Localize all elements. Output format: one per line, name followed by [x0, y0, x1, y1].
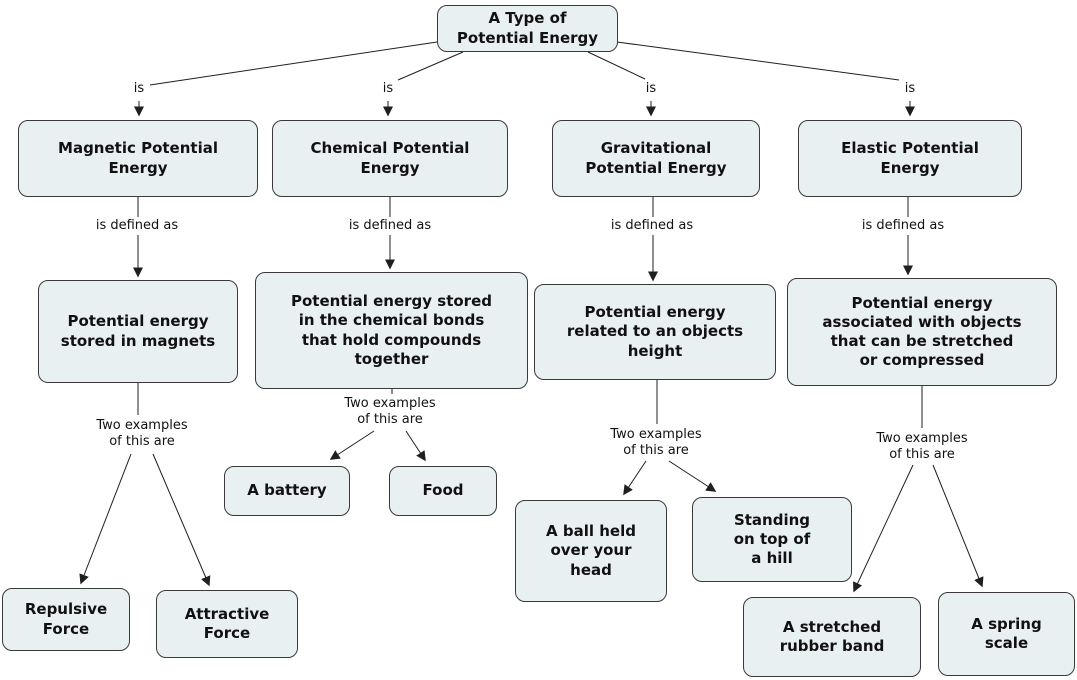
- link-label-examples-gravitational: Two examples of this are: [610, 427, 702, 458]
- edge-root-chemical: [397, 51, 464, 81]
- arrow-elastic-example-2: [932, 464, 984, 588]
- link-label-examples-elastic: Two examples of this are: [876, 431, 968, 462]
- concept-elastic-potential-energy[interactable]: Elastic Potential Energy: [798, 120, 1022, 197]
- concept-food[interactable]: Food: [389, 466, 497, 516]
- concept-spring-scale[interactable]: A spring scale: [938, 592, 1075, 676]
- concept-root[interactable]: A Type of Potential Energy: [437, 5, 618, 52]
- edge-root-elastic: [616, 41, 900, 81]
- link-label-defined-magnetic: is defined as: [92, 217, 182, 235]
- link-label-defined-gravitational: is defined as: [607, 217, 697, 235]
- link-label-defined-elastic: is defined as: [858, 217, 948, 235]
- arrow-gravitational-example-1: [623, 460, 647, 496]
- concept-magnetic-potential-energy[interactable]: Magnetic Potential Energy: [18, 120, 258, 197]
- concept-gravitational-potential-energy[interactable]: Gravitational Potential Energy: [552, 120, 760, 197]
- arrow-magnetic-example-1: [79, 453, 132, 585]
- concept-chemical-definition[interactable]: Potential energy stored in the chemical …: [255, 272, 528, 389]
- concept-stretched-rubber-band[interactable]: A stretched rubber band: [743, 597, 921, 677]
- link-label-is-chemical: is: [382, 81, 394, 96]
- concept-magnetic-definition[interactable]: Potential energy stored in magnets: [38, 280, 238, 383]
- link-label-is-elastic: is: [904, 81, 916, 96]
- concept-chemical-potential-energy[interactable]: Chemical Potential Energy: [272, 120, 508, 197]
- arrow-chemical-example-1: [329, 430, 375, 460]
- concept-gravitational-definition[interactable]: Potential energy related to an objects h…: [534, 284, 776, 380]
- link-label-examples-magnetic: Two examples of this are: [96, 418, 188, 449]
- concept-standing-on-hill[interactable]: Standing on top of a hill: [692, 497, 852, 582]
- concept-repulsive-force[interactable]: Repulsive Force: [2, 588, 130, 651]
- link-label-is-magnetic: is: [133, 81, 145, 96]
- arrow-magnetic-example-2: [152, 453, 211, 587]
- concept-elastic-definition[interactable]: Potential energy associated with objects…: [787, 278, 1057, 386]
- concept-a-battery[interactable]: A battery: [224, 466, 350, 516]
- concept-attractive-force[interactable]: Attractive Force: [156, 590, 298, 658]
- edge-root-gravitational: [587, 51, 646, 80]
- arrow-elastic-example-1: [853, 464, 914, 593]
- link-label-examples-chemical: Two examples of this are: [344, 396, 436, 427]
- edge-root-magnetic: [149, 41, 438, 86]
- link-label-is-gravitational: is: [645, 81, 657, 96]
- arrow-gravitational-example-2: [668, 460, 717, 492]
- arrow-chemical-example-2: [405, 430, 426, 462]
- link-label-defined-chemical: is defined as: [345, 217, 435, 235]
- concept-ball-held-over-head[interactable]: A ball held over your head: [515, 500, 667, 602]
